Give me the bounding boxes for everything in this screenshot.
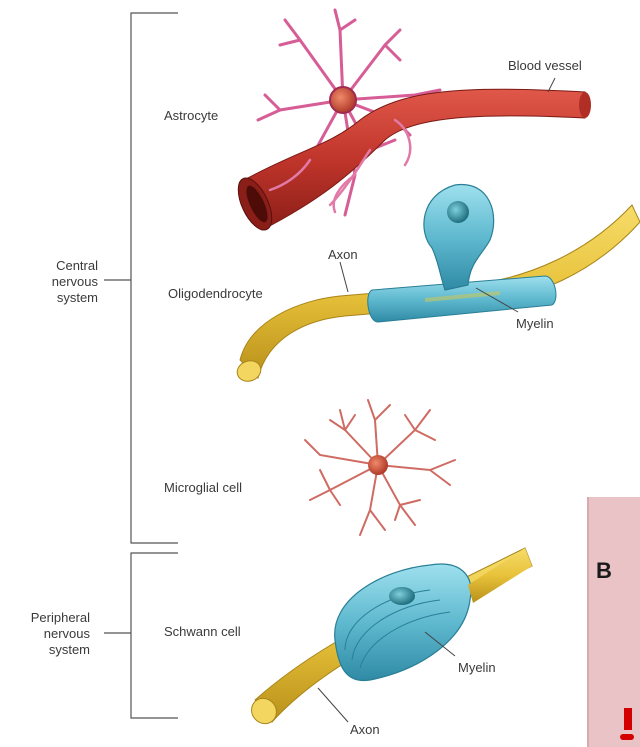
myelin-label-top: Myelin bbox=[516, 316, 554, 331]
schwann-myelin bbox=[335, 564, 471, 680]
axon-label-top: Axon bbox=[328, 247, 358, 262]
cns-label-line3: system bbox=[20, 290, 98, 306]
cns-label-line2: nervous bbox=[20, 274, 98, 290]
cns-bracket bbox=[104, 13, 178, 543]
cns-label: Central nervous system bbox=[20, 258, 98, 306]
oligodendrocyte-label: Oligodendrocyte bbox=[168, 286, 263, 301]
astrocyte-label: Astrocyte bbox=[164, 108, 218, 123]
axon-label-bottom: Axon bbox=[350, 722, 380, 737]
microglial-label: Microglial cell bbox=[164, 480, 242, 495]
myelin-label-bottom: Myelin bbox=[458, 660, 496, 675]
schwann-nucleus bbox=[389, 587, 415, 605]
blood-vessel bbox=[231, 89, 591, 235]
overlay-panel bbox=[587, 497, 640, 747]
oligodendrocyte-nucleus bbox=[447, 201, 469, 223]
pns-label-line2: nervous bbox=[4, 626, 90, 642]
overlay-red-mark bbox=[624, 708, 632, 730]
microglial-nucleus bbox=[368, 455, 388, 475]
pns-label-line3: system bbox=[4, 642, 90, 658]
overlay-red-mark-base bbox=[620, 734, 634, 740]
astrocyte-nucleus bbox=[330, 87, 356, 113]
schwann-label: Schwann cell bbox=[164, 624, 241, 639]
pns-label-line1: Peripheral bbox=[4, 610, 90, 626]
oligodendrocyte-cell bbox=[424, 185, 494, 290]
pns-label: Peripheral nervous system bbox=[4, 610, 90, 658]
blood-vessel-label: Blood vessel bbox=[508, 58, 582, 73]
overlay-letter: B bbox=[596, 558, 612, 584]
cns-label-line1: Central bbox=[20, 258, 98, 274]
